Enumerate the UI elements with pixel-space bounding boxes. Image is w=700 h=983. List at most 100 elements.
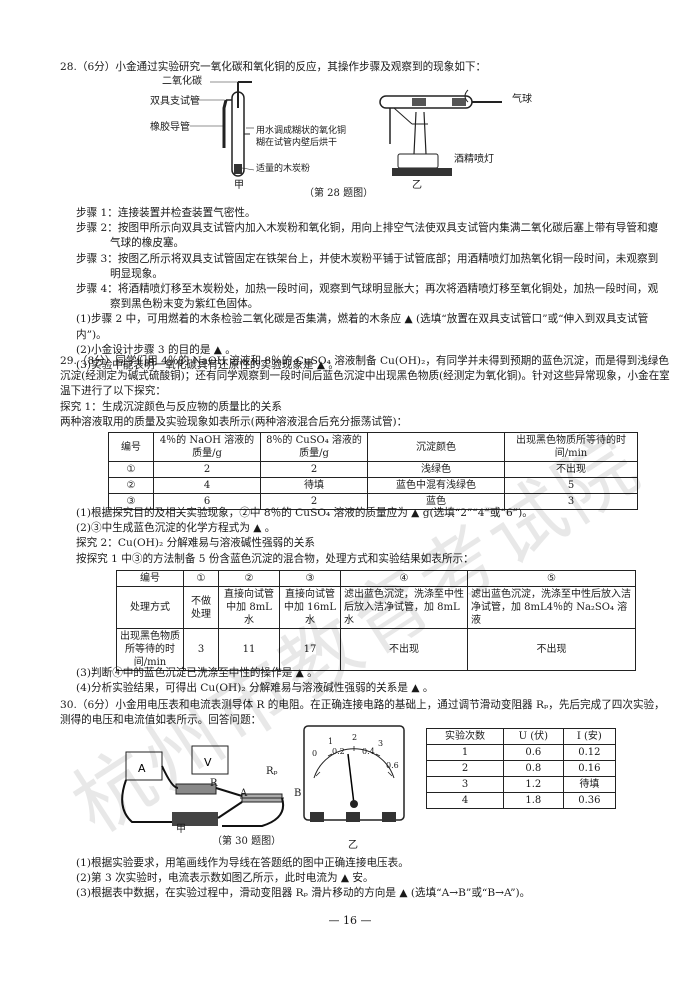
label-cuo: 用水调成糊状的氧化铜 bbox=[256, 126, 347, 136]
t3-cell: 0.6 bbox=[503, 744, 564, 761]
t1-cell: 3 bbox=[504, 493, 638, 510]
t1-cell: ① bbox=[108, 461, 154, 478]
table-row: 4 1.8 0.36 bbox=[426, 792, 617, 809]
t1-h4: 出现黑色物质所等待的时间/min bbox=[504, 432, 638, 462]
q30-caption: （第 30 题图） bbox=[212, 836, 282, 847]
t2-h1: ① bbox=[183, 570, 219, 587]
label-R: R bbox=[210, 778, 218, 789]
t2-cell: 直接向试管中加 16mL 水 bbox=[279, 586, 341, 629]
t1-cell: 6 bbox=[153, 493, 261, 510]
tick-06: 0.6 bbox=[386, 761, 399, 770]
label-rubber: 橡胶导管 bbox=[150, 122, 190, 133]
q29-explore1: 探究 1：生成沉淀颜色与反应物的质量比的关系 bbox=[60, 400, 282, 413]
label-Rp: Rₚ bbox=[266, 766, 278, 777]
q28-figure-yi bbox=[372, 84, 522, 184]
tick-2: 2 bbox=[352, 733, 358, 742]
tick-0: 0 bbox=[312, 749, 318, 758]
label-yi-30: 乙 bbox=[348, 840, 358, 851]
t2-cell: 不做处理 bbox=[183, 586, 219, 629]
t2-h2: ② bbox=[218, 570, 280, 587]
label-tube: 双具支试管 bbox=[150, 96, 200, 107]
t1-cell: 2 bbox=[153, 461, 261, 478]
label-lamp: 酒精喷灯 bbox=[454, 154, 494, 165]
q29-explore2: 探究 2：Cu(OH)₂ 分解难易与溶液碱性强弱的关系 bbox=[76, 537, 315, 550]
t1-cell: 2 bbox=[260, 461, 368, 478]
t3-cell: 1 bbox=[426, 744, 504, 761]
table-row: 出现黑色物质所等待的时间/min 3 11 17 不出现 不出现 bbox=[116, 628, 636, 671]
t3-cell: 0.16 bbox=[562, 760, 617, 777]
label-jia-30: 甲 bbox=[176, 824, 186, 835]
t2-cell: 直接向试管中加 8mL 水 bbox=[218, 586, 280, 629]
q29-table-1: 编号 4％的 NaOH 溶液的质量/g 8％的 CuSO₄ 溶液的质量/g 沉淀… bbox=[108, 432, 638, 510]
tick-3: 3 bbox=[378, 739, 384, 748]
t1-h0: 编号 bbox=[108, 432, 154, 462]
label-cuo2: 糊在试管内壁后烘干 bbox=[256, 138, 338, 148]
label-B: B bbox=[294, 788, 302, 799]
tick-1: 1 bbox=[328, 737, 334, 746]
t3-h0: 实验次数 bbox=[426, 728, 504, 745]
q29-block: 29.（8分）同学们用 4％的 NaOH 溶液和 8％的 CuSO₄ 溶液制备 … bbox=[60, 354, 670, 430]
table-row: ③ 6 2 蓝色 3 bbox=[108, 493, 638, 510]
q29-intro: 29.（8分）同学们用 4％的 NaOH 溶液和 8％的 CuSO₄ 溶液制备 … bbox=[60, 355, 670, 398]
table-row: 2 0.8 0.16 bbox=[426, 760, 617, 777]
t2-time-label: 出现黑色物质所等待的时间/min bbox=[116, 628, 184, 671]
q30-circuit-figure: A V bbox=[112, 738, 292, 838]
q29-q2: (2)③中生成蓝色沉淀的化学方程式为 ▲ 。 bbox=[76, 522, 276, 535]
q29-q3: (3)判断④中的蓝色沉淀已洗涤至中性的操作是 ▲ 。 bbox=[76, 667, 318, 679]
q29-table-2: 编号 ① ② ③ ④ ⑤ 处理方式 不做处理 直接向试管中加 8mL 水 直接向… bbox=[116, 570, 636, 671]
table-row: ② 4 待填 蓝色中混有浅绿色 5 bbox=[108, 477, 638, 494]
q28-step-4: 步骤 4：将酒精喷灯移至木炭粉处，加热一段时间，观察到气球明显胀大；再次将酒精喷… bbox=[76, 283, 659, 311]
t2-cell: 滤出蓝色沉淀，洗涤至中性后放入洁净试管，加 8mL 水 bbox=[340, 586, 468, 629]
q28-step-3: 步骤 3：按图乙所示将双具支试管固定在铁架台上，并使木炭粉平铺于试管底部；用酒精… bbox=[76, 252, 659, 280]
t3-h1: U (伏) bbox=[503, 728, 564, 745]
t2-method-label: 处理方式 bbox=[116, 586, 184, 629]
table-row: 3 1.2 待填 bbox=[426, 776, 617, 793]
t2-cell: 不出现 bbox=[340, 628, 468, 671]
t3-cell: 0.8 bbox=[503, 760, 564, 777]
table-row: 1 0.6 0.12 bbox=[426, 744, 617, 761]
table-row: ① 2 2 浅绿色 不出现 bbox=[108, 461, 638, 478]
table-row: 处理方式 不做处理 直接向试管中加 8mL 水 直接向试管中加 16mL 水 滤… bbox=[116, 586, 636, 629]
label-yi: 乙 bbox=[412, 180, 422, 191]
t3-cell: 2 bbox=[426, 760, 504, 777]
t1-h3: 沉淀颜色 bbox=[367, 432, 505, 462]
q28-caption: （第 28 题图） bbox=[304, 188, 374, 199]
q29-q4: (4)分析实验结果，可得出 Cu(OH)₂ 分解难易与溶液碱性强弱的关系是 ▲ … bbox=[76, 682, 434, 695]
t1-cell: 待填 bbox=[260, 477, 368, 494]
t1-cell: 4 bbox=[153, 477, 261, 494]
page-number: — 16 — bbox=[328, 914, 372, 927]
q30-intro-block: 30.（6分）小金用电压表和电流表测导体 R 的电阻。在正确连接电路的基础上，通… bbox=[60, 698, 670, 728]
q30-question-3: (3)根据表中数据，在实验过程中，滑动变阻器 Rₚ 滑片移动的方向是 ▲ (选填… bbox=[76, 887, 531, 900]
tick-04: 0.4 bbox=[362, 747, 375, 756]
ammeter-figure bbox=[300, 720, 408, 832]
t2-h3: ③ bbox=[279, 570, 341, 587]
t3-cell: 0.36 bbox=[562, 792, 617, 809]
q28-question-1: (1)步骤 2 中，可用燃着的木条检验二氧化碳是否集满，燃着的木条应 ▲ (选填… bbox=[76, 313, 649, 341]
q30-intro: 30.（6分）小金用电压表和电流表测导体 R 的电阻。在正确连接电路的基础上，通… bbox=[60, 699, 665, 727]
q28-figure-jia bbox=[150, 78, 380, 188]
t1-cell: ② bbox=[108, 477, 154, 494]
label-co2: 二氧化碳 bbox=[162, 76, 202, 87]
t3-cell: 待填 bbox=[562, 776, 617, 793]
label-carbon: 适量的木炭粉 bbox=[256, 164, 311, 174]
t2-cell: 滤出蓝色沉淀，洗涤至中性后放入洁净试管，加 8mL4％的 Na₂SO₄ 溶液 bbox=[467, 586, 636, 629]
t2-h5: ⑤ bbox=[467, 570, 636, 587]
t2-h4: ④ bbox=[340, 570, 468, 587]
q29-end: (3)判断④中的蓝色沉淀已洗涤至中性的操作是 ▲ 。 (4)分析实验结果，可得出… bbox=[76, 666, 666, 696]
t3-cell: 1.2 bbox=[503, 776, 564, 793]
t1-cell: 2 bbox=[260, 493, 368, 510]
q30-question-1: (1)根据实验要求，用笔画线作为导线在答题纸的图中正确连接电压表。 bbox=[76, 857, 409, 869]
t3-cell: 3 bbox=[426, 776, 504, 793]
t1-cell: 蓝色中混有浅绿色 bbox=[367, 477, 505, 494]
t2-cell: 11 bbox=[218, 628, 280, 671]
label-balloon: 气球 bbox=[512, 94, 532, 105]
label-A: A bbox=[240, 788, 248, 799]
label-jia: 甲 bbox=[234, 180, 244, 191]
q28-question-3: (3)实验中能表明一氧化碳具有还原性的实验现象是 ▲ 。 bbox=[76, 359, 339, 372]
t1-h1: 4％的 NaOH 溶液的质量/g bbox=[153, 432, 261, 462]
svg-text:A: A bbox=[138, 762, 146, 775]
q28-step-2: 步骤 2：按图甲所示向双具支试管内加入木炭粉和氧化铜，用向上排空气法使双具支试管… bbox=[76, 222, 659, 250]
t1-cell: ③ bbox=[108, 493, 154, 510]
tick-02: 0.2 bbox=[332, 747, 345, 756]
